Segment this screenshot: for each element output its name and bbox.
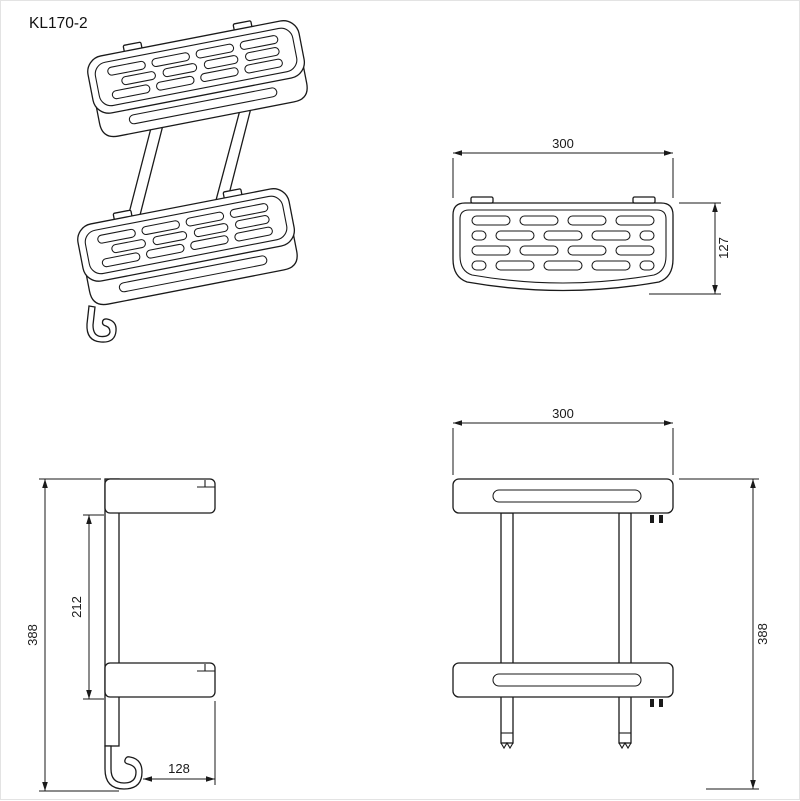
shelf-slot	[492, 489, 642, 503]
dimension-front-width: 300	[452, 406, 674, 475]
screw-mark	[659, 699, 663, 707]
basket-inner-rim	[94, 27, 298, 107]
upper-basket	[87, 20, 308, 138]
screw-mark	[659, 515, 663, 523]
foot-serration	[618, 741, 632, 750]
dimension-top-width: 300	[452, 136, 674, 198]
dim-label-tier-spacing: 212	[69, 596, 84, 618]
dim-label-side-height: 388	[25, 624, 40, 646]
isometric-view	[77, 20, 308, 343]
shelf-slot	[492, 673, 642, 687]
dimension-top-depth: 127	[649, 202, 731, 295]
dim-label-top-depth: 127	[716, 237, 731, 259]
lower-shelf-profile	[104, 662, 216, 698]
dim-label-side-depth: 128	[168, 761, 190, 776]
basket-slots-top	[471, 215, 655, 271]
foot-serration	[500, 741, 514, 750]
basket-slots	[97, 203, 273, 268]
dimension-tier-spacing: 212	[69, 514, 104, 700]
wall-tab	[470, 196, 494, 204]
front-slot	[118, 255, 268, 293]
leg-right	[618, 512, 632, 744]
dimension-front-height: 388	[679, 478, 770, 790]
product-code-label: KL170-2	[29, 15, 88, 32]
dimension-side-depth: 128	[143, 701, 216, 785]
leg-left	[500, 512, 514, 744]
dimension-side-height: 388	[25, 478, 119, 792]
screw-mark	[650, 699, 654, 707]
basket-slots	[107, 35, 283, 100]
rail-left	[126, 124, 164, 222]
basket-inner-rim	[84, 195, 288, 275]
front-slot	[128, 87, 278, 125]
wall-tab	[632, 196, 656, 204]
screw-mark	[650, 515, 654, 523]
lower-basket	[77, 188, 298, 306]
upper-shelf-profile	[104, 478, 216, 514]
front-view: 300 388	[452, 406, 770, 790]
towel-hook-profile	[104, 745, 143, 790]
dim-label-top-width: 300	[552, 136, 574, 151]
dim-label-front-height: 388	[755, 623, 770, 645]
dim-label-front-width: 300	[552, 406, 574, 421]
side-view: 388 212 128	[25, 478, 216, 792]
towel-hook	[86, 305, 117, 343]
top-view: 300 127	[452, 136, 731, 295]
wall-plate	[104, 478, 120, 747]
basket-inner-outline-top	[459, 209, 667, 284]
